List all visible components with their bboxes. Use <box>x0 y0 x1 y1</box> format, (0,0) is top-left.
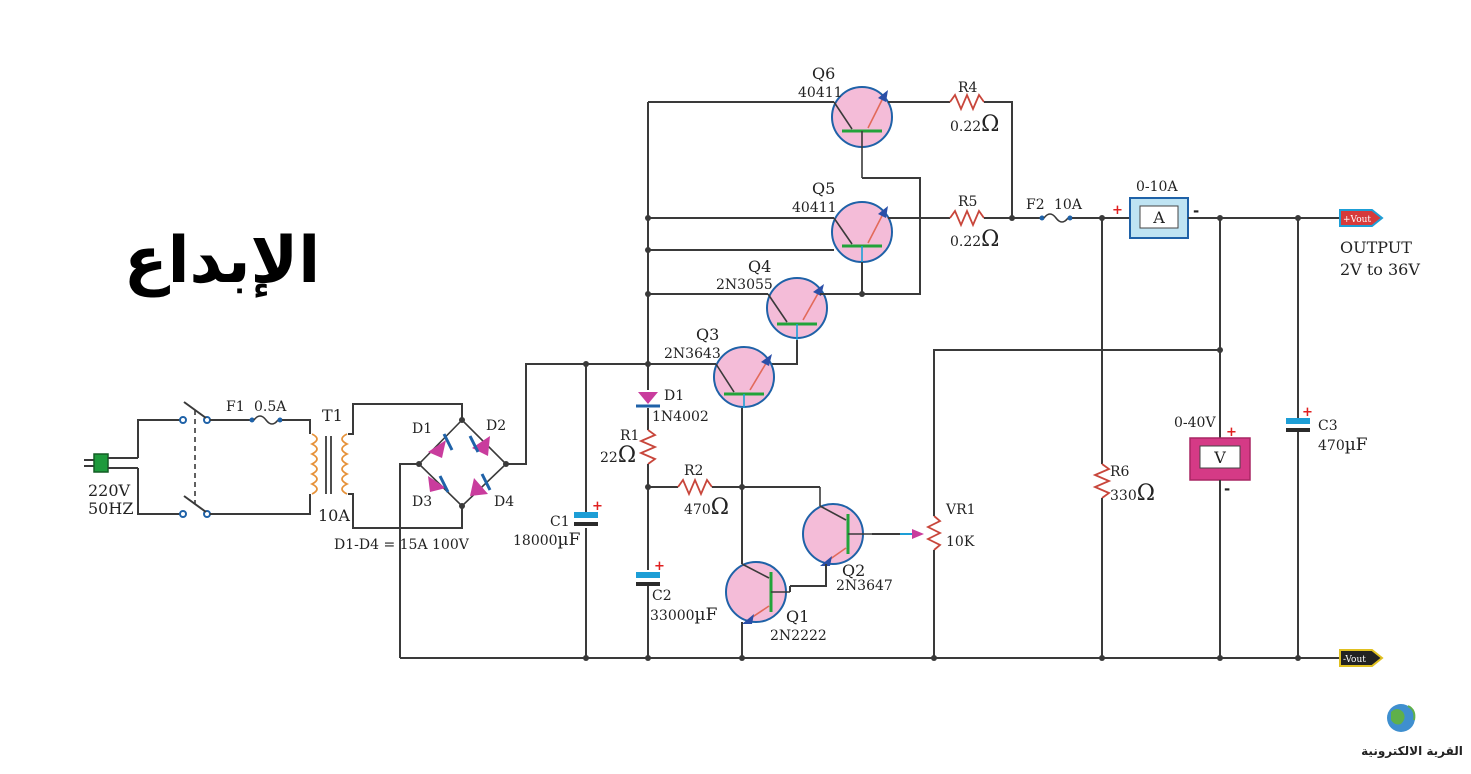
q6-part: 40411 <box>798 85 843 101</box>
resistor-r5 <box>949 208 985 228</box>
ammeter-plus: + <box>1112 203 1123 218</box>
transformer-ref: T1 <box>322 406 343 425</box>
transistor-q6 <box>831 86 893 178</box>
bridge-d2-label: D2 <box>486 418 506 434</box>
transistor-q3 <box>713 346 775 408</box>
input-voltage: 220V <box>88 481 131 500</box>
q3-part: 2N3643 <box>664 346 721 362</box>
fuse-f2 <box>1039 213 1073 223</box>
resistor-r6 <box>1092 463 1112 499</box>
diode-d1 <box>636 392 660 408</box>
ammeter: A <box>1129 197 1189 239</box>
q2-part: 2N3647 <box>836 578 893 594</box>
voltmeter-minus: - <box>1224 480 1230 498</box>
r6-ref: R6 <box>1110 464 1130 480</box>
positive-output-terminal: +Vout <box>1339 209 1384 227</box>
resistor-r1 <box>638 429 658 465</box>
q4-ref: Q4 <box>748 257 771 276</box>
negative-output-terminal: -Vout <box>1339 649 1384 667</box>
resistor-r2 <box>677 477 713 497</box>
r4-value: 0.22Ω <box>950 112 999 137</box>
bridge-spec: D1-D4 = 15A 100V <box>334 537 470 553</box>
r6-value: 330Ω <box>1110 481 1155 506</box>
diode-d1-ref: D1 <box>664 388 684 404</box>
resistor-r4 <box>949 92 985 112</box>
voltmeter-plus: + <box>1226 425 1237 440</box>
svg-text:+: + <box>654 559 665 574</box>
vr1-wiper-arrow <box>912 529 924 539</box>
r5-ref: R5 <box>958 194 977 210</box>
q4-part: 2N3055 <box>716 277 773 293</box>
bridge-d4-label: D4 <box>494 494 514 510</box>
ammeter-minus: - <box>1193 202 1199 220</box>
potentiometer-vr1 <box>925 515 943 551</box>
voltmeter: V <box>1189 437 1251 481</box>
voltmeter-range: 0-40V <box>1174 415 1216 431</box>
r1-value: 22Ω <box>600 443 636 468</box>
svg-text:A: A <box>1152 208 1165 227</box>
transformer-rating: 10A <box>318 506 350 525</box>
bridge-d1-label: D1 <box>412 421 432 437</box>
title-arabic: الإبداع <box>124 224 320 298</box>
svg-text:+Vout: +Vout <box>1343 215 1371 225</box>
fuse-f2-ref: F2 <box>1026 197 1045 213</box>
transistor-q4 <box>766 277 828 340</box>
input-frequency: 50HZ <box>88 499 133 518</box>
fuse-f1-ref: F1 <box>226 399 245 415</box>
r1-ref: R1 <box>620 428 639 444</box>
capacitor-c1: + <box>574 499 603 526</box>
capacitor-c3: + <box>1286 405 1313 432</box>
q1-part: 2N2222 <box>770 628 827 644</box>
c1-ref: C1 <box>550 514 570 530</box>
q5-ref: Q5 <box>812 179 835 198</box>
c2-ref: C2 <box>652 588 672 604</box>
transistor-q1 <box>725 561 790 624</box>
svg-text:+: + <box>1302 405 1313 420</box>
transistor-q2 <box>802 487 872 566</box>
transistor-q5 <box>831 201 893 263</box>
q1-ref: Q1 <box>786 607 809 626</box>
svg-text:+: + <box>592 499 603 514</box>
r4-ref: R4 <box>958 80 978 96</box>
fuse-f1-value: 0.5A <box>254 399 287 415</box>
svg-text:-Vout: -Vout <box>1343 655 1366 665</box>
fuse-f1 <box>249 415 283 425</box>
output-range: 2V to 36V <box>1340 260 1420 279</box>
vr1-value: 10K <box>946 534 975 550</box>
r2-value: 470Ω <box>684 495 729 520</box>
diode-d1-part: 1N4002 <box>652 409 709 425</box>
q3-ref: Q3 <box>696 325 719 344</box>
q6-ref: Q6 <box>812 64 835 83</box>
mains-plug <box>84 453 138 473</box>
output-label: OUTPUT <box>1340 238 1412 257</box>
logo-text: القرية الالكترونية <box>1361 744 1463 759</box>
fuse-f2-value: 10A <box>1054 197 1083 213</box>
power-switch <box>179 401 211 518</box>
q2-ref: Q2 <box>842 561 865 580</box>
c2-value: 33000µF <box>650 605 718 625</box>
capacitor-c2: + <box>636 559 665 586</box>
transformer-t1 <box>309 433 350 495</box>
svg-text:V: V <box>1213 448 1226 467</box>
r5-value: 0.22Ω <box>950 227 999 252</box>
ammeter-range: 0-10A <box>1136 179 1178 195</box>
q5-part: 40411 <box>792 200 837 216</box>
logo: القرية الالكترونية <box>1361 704 1463 759</box>
r2-ref: R2 <box>684 463 703 479</box>
bridge-d3-label: D3 <box>412 494 432 510</box>
c3-ref: C3 <box>1318 418 1338 434</box>
c3-value: 470µF <box>1318 435 1368 455</box>
vr1-ref: VR1 <box>945 502 976 518</box>
c1-value: 18000µF <box>513 530 581 550</box>
